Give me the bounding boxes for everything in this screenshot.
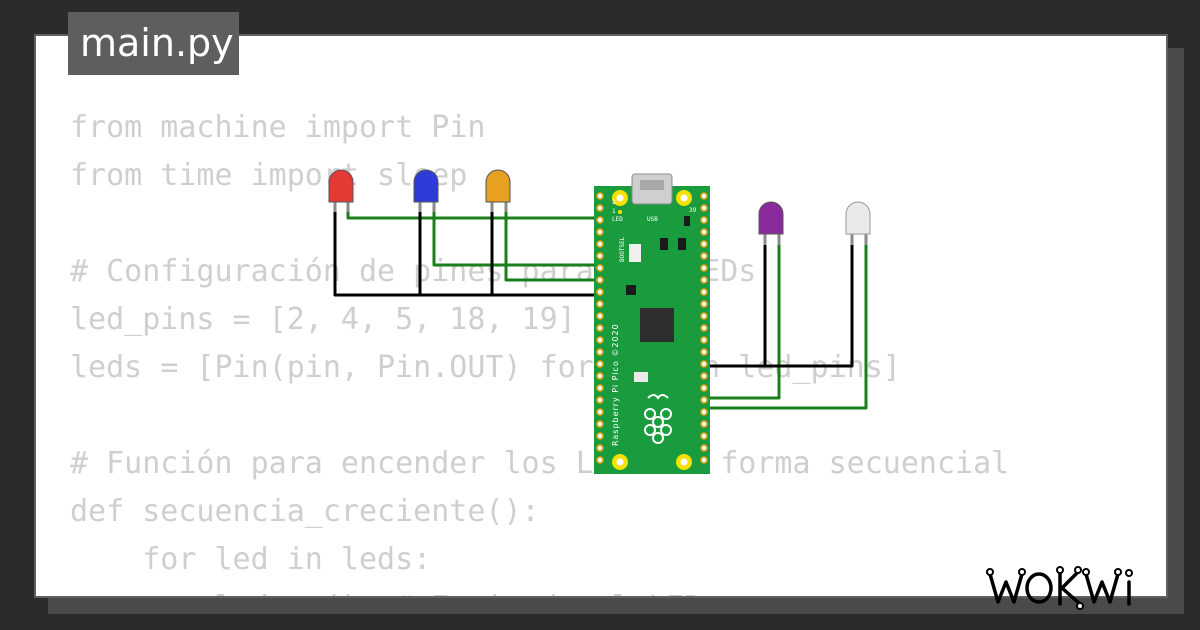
file-tab-label: main.py bbox=[80, 21, 234, 65]
file-tab[interactable]: main.py bbox=[68, 12, 239, 75]
wires bbox=[333, 212, 868, 410]
wire-sig-white bbox=[702, 245, 868, 410]
pico-board[interactable]: 1 2 39 LED USB BOOTSEL Raspberry Pi Pico… bbox=[594, 173, 710, 474]
board-name: Raspberry Pi Pico ©2020 bbox=[611, 323, 620, 446]
label-usb: USB bbox=[647, 216, 658, 223]
label-pin-39: 39 bbox=[689, 207, 697, 214]
led-orange[interactable] bbox=[485, 169, 511, 212]
debug-pad bbox=[634, 372, 648, 382]
code-line: led_pins = [2, 4, 5, 18, 19] bbox=[70, 302, 576, 337]
code-line: def secuencia_creciente(): bbox=[70, 494, 540, 529]
rp2040-chip bbox=[640, 308, 674, 342]
led-blue[interactable] bbox=[413, 169, 439, 212]
label-led: LED bbox=[612, 216, 623, 223]
onboard-led-icon bbox=[618, 210, 622, 214]
smd-component bbox=[684, 216, 690, 226]
led-blue-body bbox=[413, 169, 439, 203]
mounting-holes bbox=[612, 190, 692, 470]
led-white[interactable] bbox=[845, 201, 871, 245]
code-line: for led in leds: bbox=[70, 542, 432, 577]
bootsel-button[interactable] bbox=[629, 244, 641, 262]
label-pin-2: 2 bbox=[612, 199, 616, 206]
smd-component bbox=[660, 238, 668, 250]
wire-sig-orange bbox=[504, 212, 602, 282]
wire-gnd-purple bbox=[702, 245, 767, 368]
led-purple-body bbox=[758, 201, 784, 235]
right-pin-header bbox=[700, 192, 708, 464]
wire-gnd-red bbox=[333, 212, 602, 297]
wokwi-logo-icon bbox=[986, 566, 1133, 610]
led-orange-body bbox=[485, 169, 511, 203]
wire-sig-blue bbox=[432, 212, 602, 267]
wire-gnd-white bbox=[765, 245, 854, 368]
wire-sig-red bbox=[346, 212, 602, 220]
wokwi-logo[interactable] bbox=[984, 562, 1164, 616]
label-pin-1: 1 bbox=[612, 208, 616, 215]
raspberry-logo-icon bbox=[644, 394, 672, 444]
smd-component bbox=[678, 238, 686, 250]
usb-port bbox=[640, 180, 664, 190]
wire-sig-purple bbox=[702, 245, 781, 400]
smd-component bbox=[626, 285, 636, 295]
left-pin-header bbox=[596, 192, 604, 464]
label-bootsel: BOOTSEL bbox=[619, 236, 626, 262]
led-red[interactable] bbox=[328, 169, 354, 212]
code-line: from machine import Pin bbox=[70, 110, 486, 145]
led-purple[interactable] bbox=[758, 201, 784, 245]
led-red-body bbox=[328, 169, 354, 203]
code-line: led.on() # Enciende el LED bbox=[70, 584, 1009, 596]
led-white-body bbox=[845, 201, 871, 235]
